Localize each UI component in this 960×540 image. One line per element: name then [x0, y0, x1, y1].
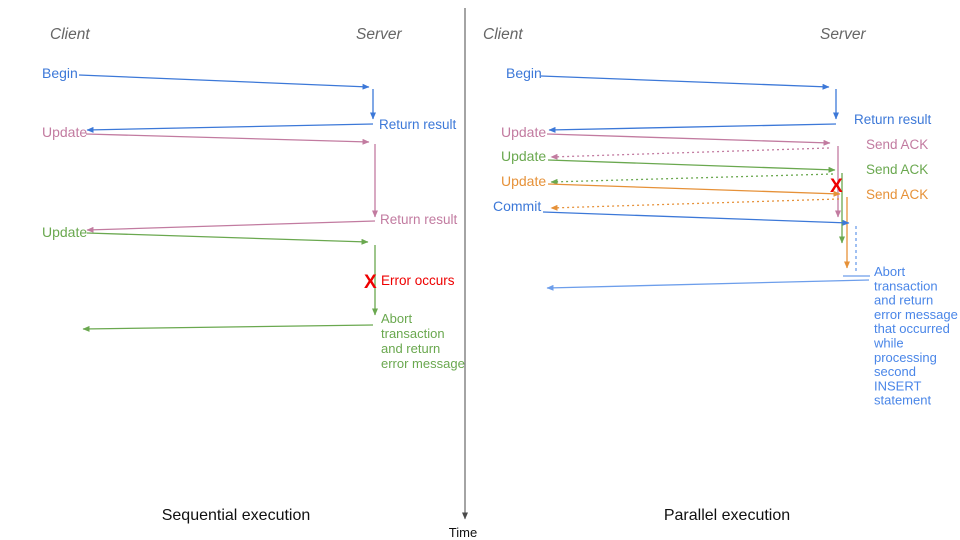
seq-return2-label: Return result [380, 212, 458, 227]
par-commit-request [542, 211, 850, 226]
seq-begin-request [78, 74, 370, 90]
seq-return-result-2 [86, 220, 376, 233]
par-client-header: Client [483, 26, 523, 43]
seq-update2-request [86, 232, 369, 245]
seq-return1-label: Return result [379, 117, 457, 132]
time-axis-label: Time [449, 525, 477, 540]
seq-abort-return [82, 324, 374, 332]
par-caption: Parallel execution [664, 507, 790, 524]
par-return-result [548, 123, 837, 133]
seq-return-result-1 [86, 123, 374, 133]
seq-error-x-mark: X [364, 272, 377, 293]
par-ack2-dotted [550, 173, 834, 185]
seq-update1-label: Update [42, 124, 87, 140]
seq-client-header: Client [50, 26, 90, 43]
par-ack2-label: Send ACK [866, 162, 928, 177]
par-return-label: Return result [854, 112, 932, 127]
par-update3-label: Update [501, 173, 546, 189]
par-error-x-mark: X [830, 176, 843, 197]
par-ack1-dotted [550, 147, 830, 160]
par-update2-label: Update [501, 148, 546, 164]
seq-error-label: Error occurs [381, 273, 455, 288]
par-ack3-dotted [550, 198, 840, 211]
seq-caption: Sequential execution [162, 507, 311, 524]
par-commit-label: Commit [493, 198, 541, 214]
par-abort-return [546, 279, 870, 291]
seq-update1-request [85, 133, 370, 145]
seq-server-header: Server [356, 26, 402, 43]
par-ack1-label: Send ACK [866, 137, 928, 152]
seq-update2-label: Update [42, 224, 87, 240]
par-update1-request [546, 133, 831, 146]
par-update3-request [547, 183, 841, 197]
par-begin-request [540, 75, 830, 90]
par-update1-label: Update [501, 124, 546, 140]
par-ack3-label: Send ACK [866, 187, 928, 202]
par-begin-label: Begin [506, 65, 542, 81]
seq-begin-label: Begin [42, 65, 78, 81]
par-server-header: Server [820, 26, 866, 43]
par-update2-request [547, 159, 836, 173]
